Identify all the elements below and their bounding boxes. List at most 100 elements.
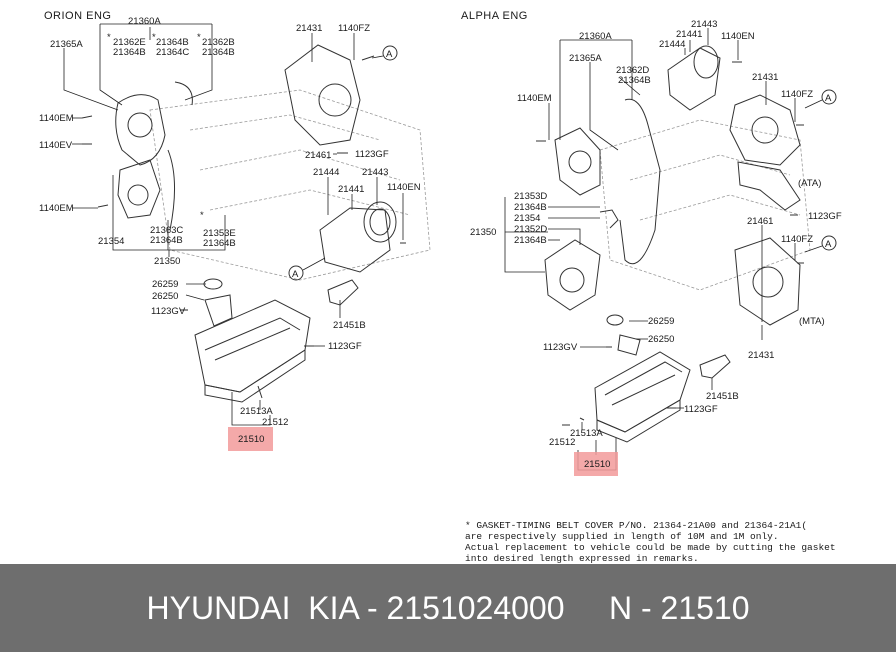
svg-text:A: A xyxy=(292,269,299,280)
label: 21350 xyxy=(470,227,496,238)
label: 21362E xyxy=(113,37,146,48)
oem-reference-number: N - 21510 xyxy=(608,589,750,626)
orion-leader-lines xyxy=(63,23,404,426)
alpha-timing-cover-lower xyxy=(544,239,601,311)
alpha-rear-cover-ata xyxy=(729,94,801,166)
label: 21461 xyxy=(747,216,773,227)
label: 1140EM xyxy=(39,203,74,214)
label: 1140FZ xyxy=(781,89,813,100)
label: 26250 xyxy=(648,334,674,345)
alpha-highlight-21510 xyxy=(574,452,618,476)
label: 1140EN xyxy=(721,31,755,42)
label: 1140EN xyxy=(387,182,421,193)
alpha-seal-housing-21441 xyxy=(667,45,721,111)
svg-text:A: A xyxy=(825,239,832,250)
alpha-timing-belt xyxy=(619,98,661,265)
label: 1123GF xyxy=(808,211,842,222)
label: 21365A xyxy=(50,39,83,50)
star-mark: * xyxy=(152,32,156,43)
label: 21513A xyxy=(570,428,603,439)
label: 21364B xyxy=(113,47,146,58)
svg-text:are respectively supplied in l: are respectively supplied in length of 1… xyxy=(465,531,779,542)
alpha-engine-header: ALPHA ENG xyxy=(461,10,528,22)
label-21510-highlighted: 21510 xyxy=(238,434,264,445)
alpha-bracket-21354 xyxy=(599,209,619,229)
orion-oil-pan-21510 xyxy=(194,299,311,403)
label: 1140FZ xyxy=(338,23,370,34)
orion-gasket-21364b xyxy=(167,81,193,231)
svg-text:Actual replacement to vehicle: Actual replacement to vehicle could be m… xyxy=(465,542,836,553)
label: 1123GV xyxy=(151,306,186,317)
label: 21431 xyxy=(752,72,778,83)
alpha-timing-cover-upper xyxy=(554,127,601,196)
label: 21451B xyxy=(333,320,366,331)
alpha-ref-marker-bottom: A xyxy=(804,235,837,253)
label: 21363C xyxy=(150,225,183,236)
label: 1123GF xyxy=(328,341,362,352)
label: 1140EV xyxy=(39,140,73,151)
svg-text:into desired length expressed: into desired length expressed in remarks… xyxy=(465,553,699,564)
alpha-rear-cover-mta xyxy=(734,237,801,326)
star-mark: * xyxy=(107,32,111,43)
orion-engine-header: ORION ENG xyxy=(44,10,111,22)
orion-highlight-21510 xyxy=(228,427,273,451)
orion-timing-cover-lower xyxy=(117,159,161,219)
label: 21350 xyxy=(154,256,180,267)
orion-oil-screen-26250 xyxy=(203,278,233,327)
label: 21364B xyxy=(203,238,236,249)
brand-part-number: HYUNDAI KIA - 2151024000 xyxy=(146,589,565,626)
label: 21352D xyxy=(514,224,547,235)
label: 1123GF xyxy=(355,149,389,160)
label: 21461 xyxy=(305,150,331,161)
label: 21444 xyxy=(313,167,339,178)
part-number-banner: HYUNDAI KIA - 2151024000 N - 21510 xyxy=(0,564,896,652)
label: 1123GV xyxy=(543,342,578,353)
label: 21364C xyxy=(156,47,189,58)
svg-text:A: A xyxy=(386,49,393,60)
label: (MTA) xyxy=(799,316,825,327)
label: 21362D xyxy=(616,65,649,76)
label: 21354 xyxy=(514,213,540,224)
label: 21431 xyxy=(296,23,322,34)
orion-timing-cover-upper xyxy=(115,94,166,166)
label: 26250 xyxy=(152,291,178,302)
label: 21360A xyxy=(579,31,612,42)
svg-text:* GASKET-TIMING BELT COVER P/N: * GASKET-TIMING BELT COVER P/NO. 21364-2… xyxy=(465,520,807,531)
label: 21364B xyxy=(156,37,189,48)
label: 21364B xyxy=(150,235,183,246)
alpha-baffle-21451b xyxy=(699,354,731,379)
svg-text:A: A xyxy=(825,93,832,104)
label: 21364B xyxy=(514,235,547,246)
label: 21364B xyxy=(514,202,547,213)
label: 21444 xyxy=(659,39,685,50)
alpha-oil-pan-21510 xyxy=(594,351,691,443)
star-mark: * xyxy=(200,210,204,221)
label: 21441 xyxy=(676,29,702,40)
label: 21443 xyxy=(362,167,388,178)
label: 1140EM xyxy=(517,93,552,104)
label: 21512 xyxy=(549,437,575,448)
alpha-flywheel-cover-21461 xyxy=(737,161,801,211)
label: 21364B xyxy=(202,47,235,58)
orion-baffle-21451b xyxy=(327,279,359,306)
label-21510-highlighted: 21510 xyxy=(584,459,610,470)
label: 21362B xyxy=(202,37,235,48)
label: 21513A xyxy=(240,406,273,417)
alpha-oil-screen-26250 xyxy=(606,314,641,356)
label: 21451B xyxy=(706,391,739,402)
label: 26259 xyxy=(152,279,178,290)
star-mark: * xyxy=(197,32,201,43)
orion-ref-marker-top: A xyxy=(371,45,398,61)
label: 21365A xyxy=(569,53,602,64)
orion-rear-cover-21431 xyxy=(284,44,361,146)
label: 1123GF xyxy=(684,404,718,415)
label: 21354 xyxy=(98,236,124,247)
gasket-remark-note: * GASKET-TIMING BELT COVER P/NO. 21364-2… xyxy=(465,520,836,564)
label: 21431 xyxy=(748,350,774,361)
label: 21360A xyxy=(128,16,161,27)
label: 21364B xyxy=(618,75,651,86)
parts-diagram: ORION ENG xyxy=(39,10,842,564)
orion-seal-housing-21441 xyxy=(319,201,397,273)
label: 21512 xyxy=(262,417,288,428)
label: 1140EM xyxy=(39,113,74,124)
